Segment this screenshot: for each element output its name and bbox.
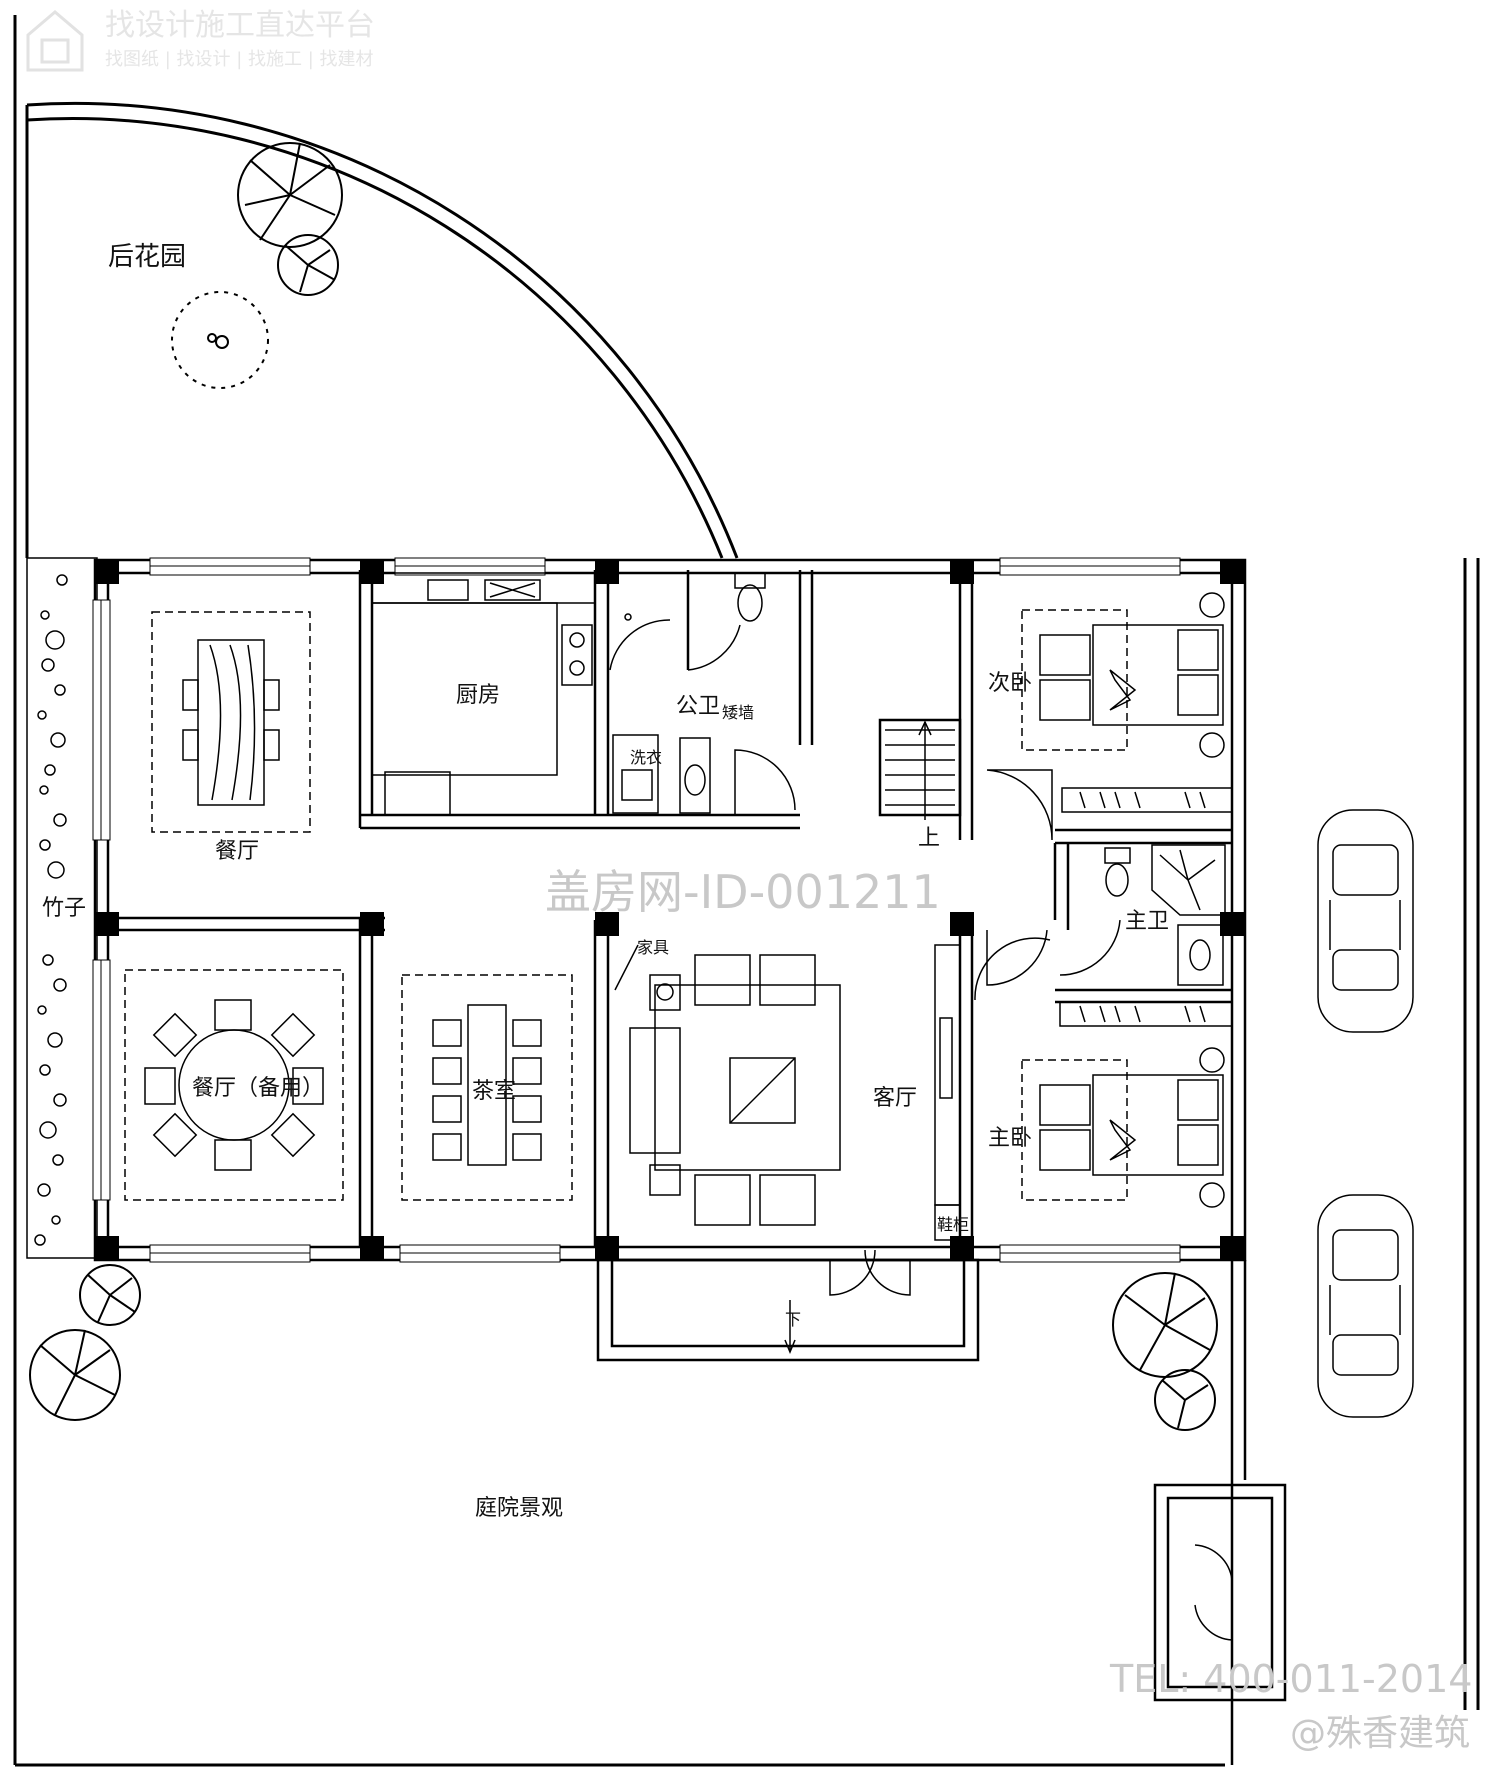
label-back-garden: 后花园 (108, 242, 186, 272)
car-icon (1317, 1194, 1414, 1418)
stairs-icon (885, 720, 955, 820)
logo-title: 找设计施工直达平台 (105, 8, 375, 43)
tea-table-icon (401, 974, 573, 1201)
shrub-icon (171, 291, 269, 389)
label-stairs-up: 上 (918, 826, 940, 851)
tree-icon (237, 142, 343, 296)
master-bath-fixtures (1059, 844, 1226, 986)
label-tea-room: 茶室 (472, 1079, 516, 1104)
front-porch (596, 1258, 980, 1362)
label-dining-spare: 餐厅（备用） (192, 1076, 324, 1101)
label-bamboo: 竹子 (42, 896, 86, 921)
watermarks: 盖房网-ID-001211 TEL: 400-011-2014 @殊香建筑 (545, 865, 1472, 1754)
room-labels: 后花园 餐厅 厨房 公卫 矮墙 洗衣 次卧 上 竹子 主卫 家具 餐厅（备用） … (42, 242, 1169, 1521)
watermark-center: 盖房网-ID-001211 (545, 865, 941, 919)
round-dining-table-icon (124, 969, 344, 1201)
bamboo-strip (26, 557, 98, 1259)
public-bath-fixtures (609, 572, 796, 815)
front-door (829, 1249, 911, 1296)
label-laundry: 洗衣 (630, 748, 662, 767)
house-logo-icon (26, 10, 84, 72)
structural-columns (95, 560, 1244, 1260)
door-swings (974, 769, 1053, 1001)
label-low-wall: 矮墙 (722, 703, 754, 722)
label-courtyard: 庭院景观 (475, 1496, 563, 1521)
logo: 找设计施工直达平台 找图纸 | 找设计 | 找施工 | 找建材 (26, 8, 375, 72)
second-bedroom-furniture (1021, 592, 1233, 813)
car-icon (1317, 809, 1414, 1033)
label-living-room: 客厅 (873, 1086, 917, 1111)
windows (92, 557, 1181, 1263)
tree-icon (1112, 1272, 1218, 1431)
label-shoe-cabinet: 鞋柜 (937, 1215, 969, 1234)
logo-subtitle: 找图纸 | 找设计 | 找施工 | 找建材 (105, 49, 374, 70)
driveway-gate (1153, 1260, 1287, 1765)
label-second-bedroom: 次卧 (988, 671, 1032, 696)
label-steps-down: 下 (785, 1310, 801, 1329)
label-dining: 餐厅 (215, 839, 259, 864)
site-boundary (13, 15, 1480, 1767)
label-master-bedroom: 主卧 (988, 1126, 1032, 1151)
dining-table-icon (151, 611, 311, 833)
watermark-brand: @殊香建筑 (1290, 1713, 1470, 1754)
label-furniture: 家具 (637, 938, 669, 957)
label-master-bath: 主卫 (1125, 909, 1169, 934)
living-room-furniture (614, 944, 961, 1241)
tree-icon (29, 1264, 141, 1421)
label-kitchen: 厨房 (456, 683, 500, 708)
master-bedroom-furniture (1021, 1001, 1233, 1208)
watermark-tel: TEL: 400-011-2014 (1109, 1657, 1472, 1701)
kitchen-fixtures (371, 572, 596, 816)
label-public-bath: 公卫 (676, 694, 720, 719)
garden-arc-wall (26, 101, 739, 559)
